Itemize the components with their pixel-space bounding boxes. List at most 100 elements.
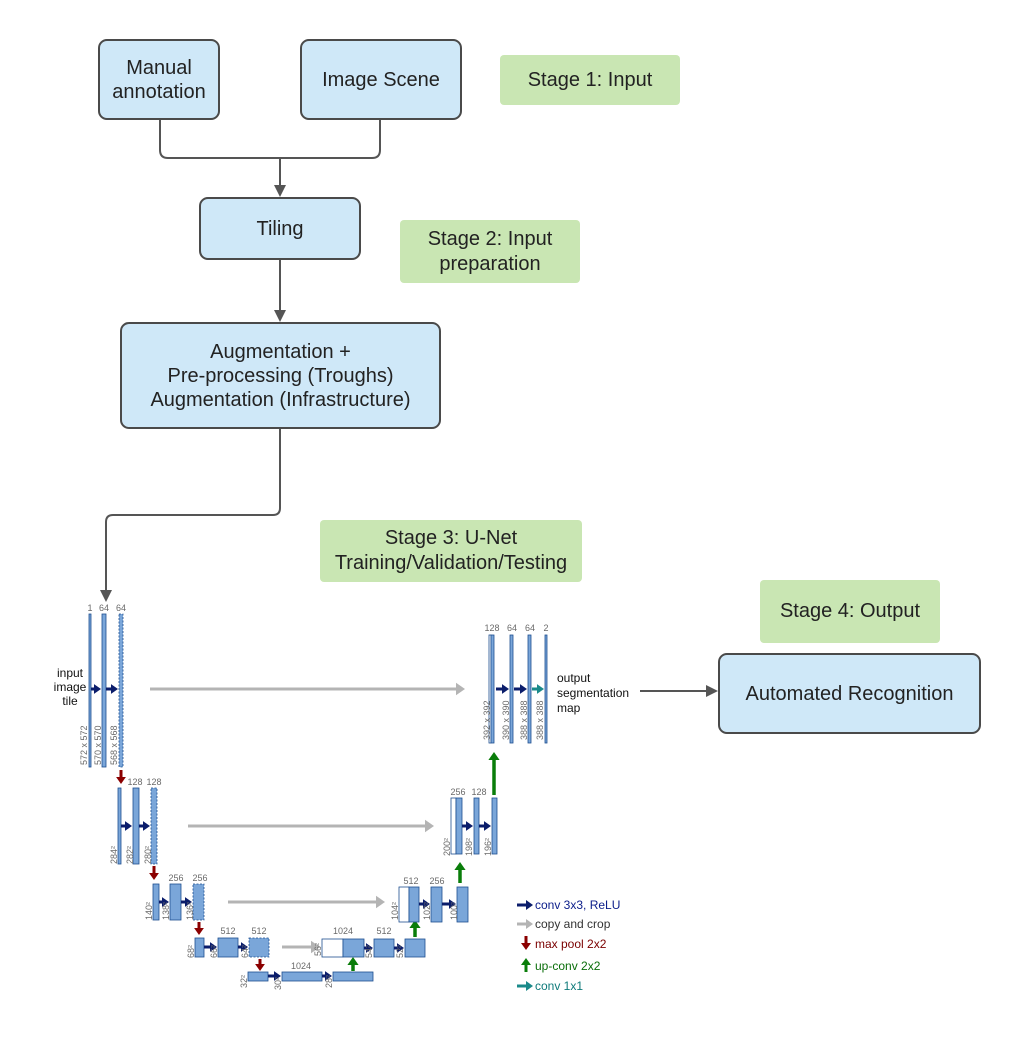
up-conv-arrow-head xyxy=(454,862,466,870)
up-conv-arrow-head xyxy=(347,957,359,965)
channel-label: 64 xyxy=(525,623,535,633)
feature-map xyxy=(491,797,498,855)
conv-1x1-arrow-head xyxy=(537,684,544,694)
feature-map xyxy=(404,938,426,958)
feature-map xyxy=(373,938,395,958)
manual-annotation-box: Manual annotation xyxy=(98,39,220,120)
legend-arrow-up-icon-head xyxy=(521,958,531,965)
size-label: 198² xyxy=(464,838,474,856)
automated-recognition-box: Automated Recognition xyxy=(718,653,981,734)
augmentation-box: Augmentation + Pre-processing (Troughs) … xyxy=(120,322,441,429)
feature-map xyxy=(398,886,410,923)
channel-label: 1 xyxy=(87,603,92,613)
legend-arrow-right-icon-head xyxy=(526,981,533,991)
feature-map xyxy=(321,938,344,958)
max-pool-arrow-head xyxy=(255,964,265,971)
conv-arrow-head xyxy=(125,821,132,831)
copy-crop-arrow-head xyxy=(456,682,465,696)
legend-label: copy and crop xyxy=(535,917,611,931)
output-label-line: map xyxy=(557,701,581,715)
channel-label: 512 xyxy=(376,926,391,936)
flow-connectors xyxy=(100,120,718,697)
size-label: 52² xyxy=(395,945,405,958)
tiling-box: Tiling xyxy=(199,197,361,260)
size-label: 284² xyxy=(109,846,119,864)
feature-map xyxy=(473,797,480,855)
size-label: 32² xyxy=(239,975,249,988)
feature-map xyxy=(332,971,374,982)
conv-arrow-head xyxy=(143,821,150,831)
size-label: 136² xyxy=(185,902,195,920)
size-label: 138² xyxy=(161,902,171,920)
size-label: 30² xyxy=(273,977,283,990)
copy-crop-arrow-head xyxy=(425,819,434,833)
connector-scene-merge xyxy=(280,120,381,159)
size-label: 54² xyxy=(364,945,374,958)
conv-arrow-head xyxy=(325,971,332,981)
conv-arrow-head xyxy=(241,942,248,952)
feature-map xyxy=(88,613,92,768)
feature-map xyxy=(217,937,239,958)
size-label: 388 x 388 xyxy=(519,700,529,740)
conv-arrow-head xyxy=(502,684,509,694)
channel-label: 2 xyxy=(543,623,548,633)
channel-label: 128 xyxy=(127,777,142,787)
unet-diagram xyxy=(88,613,548,982)
output-label-line: segmentation xyxy=(557,686,629,700)
conv-arrow-head xyxy=(449,899,456,909)
feature-map xyxy=(455,797,463,855)
channel-label: 64 xyxy=(507,623,517,633)
conv-arrow-head xyxy=(423,899,430,909)
channel-label: 256 xyxy=(429,876,444,886)
input-label-line: tile xyxy=(62,694,78,708)
conv-arrow-head xyxy=(162,897,169,907)
stage-2-label: Stage 2: Input preparation xyxy=(400,220,580,283)
feature-map xyxy=(527,634,532,744)
up-conv-arrow-head xyxy=(488,752,500,760)
size-label: 140² xyxy=(144,902,154,920)
size-label: 28² xyxy=(324,975,334,988)
size-label: 64² xyxy=(240,945,250,958)
channel-label: 64 xyxy=(116,603,126,613)
max-pool-arrow-head xyxy=(149,873,159,880)
max-pool-arrow-head xyxy=(116,777,126,784)
legend-label: max pool 2x2 xyxy=(535,937,607,951)
feature-map xyxy=(169,883,182,921)
stage-1-label: Stage 1: Input xyxy=(500,55,680,105)
channel-label: 64 xyxy=(99,603,109,613)
feature-map xyxy=(281,971,323,982)
size-label: 282² xyxy=(125,846,135,864)
size-label: 68² xyxy=(186,945,196,958)
channel-label: 1024 xyxy=(333,926,353,936)
conv-arrow-head xyxy=(466,821,473,831)
channel-label: 128 xyxy=(471,787,486,797)
feature-map xyxy=(430,886,443,923)
channel-label: 256 xyxy=(450,787,465,797)
legend-arrow-down-icon-head xyxy=(521,943,531,950)
up-conv-arrow-head xyxy=(409,920,421,928)
copy-crop-arrow-head xyxy=(376,895,385,909)
conv-arrow-head xyxy=(366,943,373,953)
size-label: 568 x 568 xyxy=(109,725,119,765)
conv-arrow-head xyxy=(397,943,404,953)
legend-arrow-right-icon-head xyxy=(526,900,533,910)
connector-augmentation-unet xyxy=(100,429,281,602)
copy-crop-arrow-head xyxy=(311,940,320,954)
size-label: 104² xyxy=(390,902,400,920)
channel-label: 128 xyxy=(484,623,499,633)
size-label: 102² xyxy=(422,902,432,920)
connector-annotation-merge xyxy=(159,120,280,159)
feature-map xyxy=(490,634,495,744)
conv-arrow-head xyxy=(520,684,527,694)
channel-label: 256 xyxy=(168,873,183,883)
size-label: 392 x 392 xyxy=(482,700,492,740)
feature-map xyxy=(342,938,365,958)
feature-map xyxy=(150,787,158,865)
channel-label: 512 xyxy=(251,926,266,936)
conv-arrow-head xyxy=(210,942,217,952)
size-label: 100² xyxy=(449,902,459,920)
image-scene-box: Image Scene xyxy=(300,39,462,120)
feature-map xyxy=(408,886,420,923)
feature-map xyxy=(118,613,124,768)
